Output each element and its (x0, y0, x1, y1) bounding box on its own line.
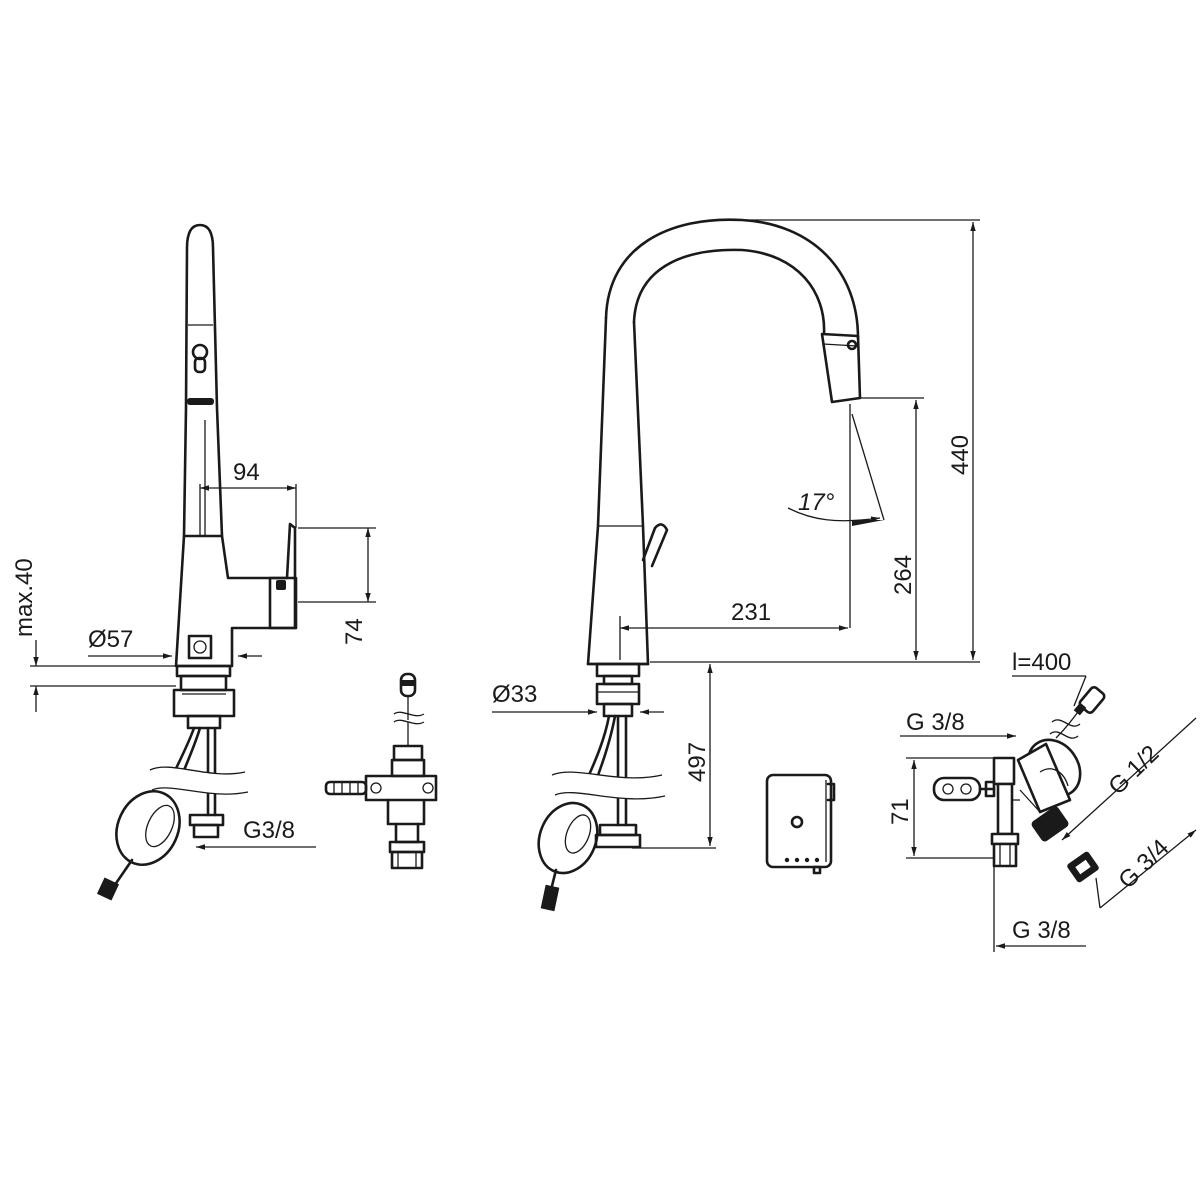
control-valve-unit (324, 672, 438, 870)
dim-264: 264 (890, 555, 917, 595)
dim-g38-left: G3/8 (243, 817, 295, 844)
side-view-faucet (96, 223, 298, 901)
front-view-faucet (537, 218, 862, 912)
dim-74: 74 (341, 618, 368, 645)
cable-length-400: l=400 (1012, 649, 1071, 676)
dim-g34: G 3/4 (1113, 834, 1174, 894)
dim-g12: G 1/2 (1103, 740, 1164, 800)
dim-94: 94 (233, 459, 260, 486)
battery-box (765, 773, 836, 875)
dim-max40: max.40 (11, 558, 38, 637)
dim-497: 497 (684, 742, 711, 782)
dim-diameter-57: Ø57 (88, 626, 133, 653)
dim-g38-top: G 3/8 (906, 709, 965, 736)
front-view-dimensions: 440 264 17° 231 Ø33 497 (492, 219, 980, 849)
side-view-dimensions: 94 74 max.40 Ø57 G3/8 (11, 459, 376, 850)
dim-231: 231 (731, 599, 771, 626)
dim-diameter-33: Ø33 (492, 681, 537, 708)
valve-detail (932, 686, 1106, 883)
dim-71: 71 (887, 798, 914, 825)
dim-g38-bottom: G 3/8 (1012, 917, 1071, 944)
dim-17deg: 17° (798, 489, 835, 516)
dim-440: 440 (947, 435, 974, 475)
